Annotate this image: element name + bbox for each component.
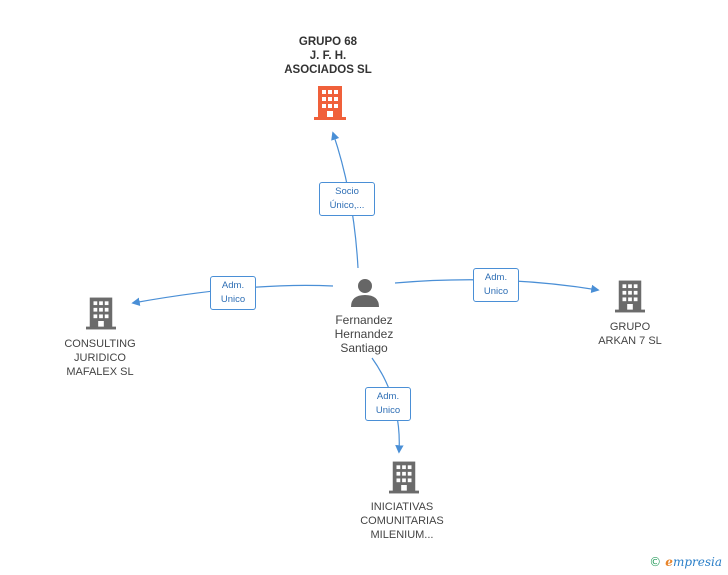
node-bottom-line-1: INICIATIVAS	[370, 501, 434, 513]
node-left-line-2: JURIDICO	[74, 352, 126, 364]
edge-label-right-line-2: Unico	[483, 286, 509, 297]
node-bottom-line-3: MILENIUM...	[370, 529, 434, 541]
edge-label-left-line-1: Adm.	[221, 280, 245, 291]
node-left-line-1: CONSULTING	[64, 338, 136, 350]
edge-label-top[interactable]: Socio Único,...	[319, 182, 375, 216]
node-left-line-3: MAFALEX SL	[66, 366, 134, 378]
building-icon[interactable]	[314, 86, 346, 120]
person-icon[interactable]	[350, 277, 380, 307]
edge-label-bottom-line-1: Adm.	[376, 391, 400, 402]
node-bottom-label[interactable]: INICIATIVAS COMUNITARIAS MILENIUM...	[342, 500, 462, 542]
brand-name: mpresia	[672, 555, 722, 569]
edge-label-top-line-1: Socio	[335, 186, 359, 197]
node-center-line-3: Santiago	[340, 341, 388, 355]
edge-label-bottom-line-2: Unico	[375, 405, 401, 416]
edge-label-right[interactable]: Adm. Unico	[473, 268, 519, 302]
node-right-line-1: GRUPO	[609, 321, 651, 333]
edge-label-top-line-2: Único,...	[329, 200, 365, 211]
node-top-line-3: ASOCIADOS SL	[284, 64, 372, 76]
node-top-line-2: J. F. H.	[309, 50, 347, 62]
node-top-line-1: GRUPO 68	[298, 36, 358, 48]
edge-label-left[interactable]: Adm. Unico	[210, 276, 256, 310]
building-icon[interactable]	[389, 461, 419, 494]
edge-label-left-line-2: Unico	[220, 294, 246, 305]
node-top-label[interactable]: GRUPO 68 J. F. H. ASOCIADOS SL	[268, 35, 388, 77]
node-center-label[interactable]: Fernandez Hernandez Santiago	[309, 313, 419, 355]
node-left-label[interactable]: CONSULTING JURIDICO MAFALEX SL	[40, 337, 160, 379]
node-right-line-2: ARKAN 7 SL	[598, 335, 662, 347]
building-icon[interactable]	[86, 297, 116, 330]
building-icon[interactable]	[615, 280, 645, 313]
edge-label-bottom[interactable]: Adm. Unico	[365, 387, 411, 421]
node-bottom-line-2: COMUNITARIAS	[360, 515, 444, 527]
node-center-line-1: Fernandez	[335, 313, 393, 327]
brand-logo: ©empresia	[649, 555, 722, 569]
brand-letter: e	[665, 555, 673, 569]
copyright-icon: ©	[649, 555, 662, 569]
edge-label-right-line-1: Adm.	[484, 272, 508, 283]
node-right-label[interactable]: GRUPO ARKAN 7 SL	[580, 320, 680, 348]
node-center-line-2: Hernandez	[334, 327, 394, 341]
